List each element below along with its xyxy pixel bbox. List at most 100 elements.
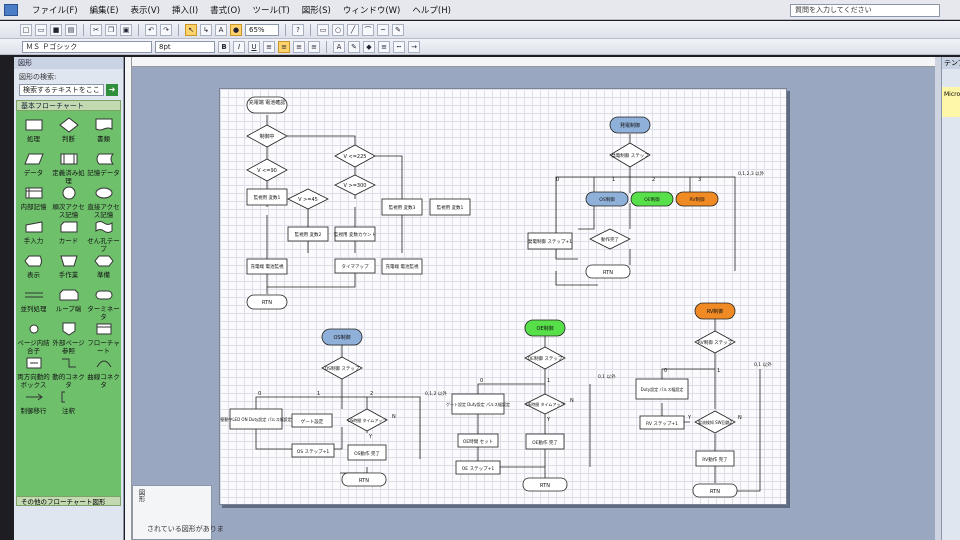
- stencil-shape[interactable]: 表示: [16, 253, 51, 287]
- flow3-decision-2[interactable]: [346, 408, 388, 432]
- flow4-rtn-terminator[interactable]: [522, 477, 568, 492]
- flow3-rtn-terminator[interactable]: [341, 472, 387, 487]
- justify-icon[interactable]: ≡: [308, 40, 320, 53]
- font-select[interactable]: ＭＳ Ｐゴシック: [22, 40, 152, 53]
- flow5-process-step[interactable]: [639, 415, 685, 430]
- menu-format[interactable]: 書式(O): [210, 5, 241, 16]
- stencil-shape[interactable]: カード: [51, 219, 86, 253]
- stencil-shape[interactable]: ターミネータ: [86, 287, 121, 321]
- flow1-decision-3[interactable]: [334, 144, 376, 168]
- open-icon[interactable]: ▭: [35, 23, 47, 36]
- flow5-decision-2[interactable]: [694, 410, 736, 434]
- flow4-process-step[interactable]: [455, 460, 501, 475]
- flow2-decision-1[interactable]: [609, 142, 651, 168]
- flow1-process-2[interactable]: [287, 226, 329, 242]
- flow1-process-1[interactable]: [246, 188, 288, 206]
- align-center-icon[interactable]: ≡: [278, 40, 290, 53]
- vertical-scrollbar[interactable]: [935, 57, 941, 540]
- stencil-header-basic-flowchart[interactable]: 基本フローチャート: [16, 100, 121, 111]
- stencil-shape[interactable]: 準備: [86, 253, 121, 287]
- flow2-decision-done[interactable]: [589, 228, 631, 250]
- stencil-shape[interactable]: データ: [16, 151, 51, 185]
- search-go-icon[interactable]: ➜: [106, 84, 118, 96]
- flow2-process-step[interactable]: [527, 232, 573, 250]
- flow5-process-done[interactable]: [695, 450, 735, 467]
- copy-icon[interactable]: ❐: [105, 23, 117, 36]
- menu-insert[interactable]: 挿入(I): [172, 5, 199, 16]
- print-icon[interactable]: ▤: [65, 23, 77, 36]
- ellipse-tool-icon[interactable]: ○: [332, 23, 344, 36]
- stencil-shape[interactable]: 順次アクセス記憶: [51, 185, 86, 219]
- stencil-header-other[interactable]: その他のフローチャート図形: [16, 496, 121, 506]
- undo-icon[interactable]: ↶: [145, 23, 157, 36]
- zoom-select[interactable]: 65%: [245, 23, 279, 36]
- stencil-shape[interactable]: 定義済み処理: [51, 151, 86, 185]
- stencil-shape[interactable]: 直接アクセス記憶: [86, 185, 121, 219]
- connector-tool-icon[interactable]: ↳: [200, 23, 212, 36]
- flow1-decision-2[interactable]: [246, 158, 288, 182]
- flow1-process-6[interactable]: [246, 258, 288, 275]
- flow3-process-step[interactable]: [291, 443, 335, 458]
- italic-icon[interactable]: I: [233, 40, 245, 53]
- flow5-process-duty[interactable]: [635, 378, 689, 400]
- flow4-process-gate[interactable]: [451, 393, 505, 415]
- freeform-tool-icon[interactable]: ~: [377, 23, 389, 36]
- text-tool-icon[interactable]: A: [215, 23, 227, 36]
- flow4-decision-1[interactable]: [524, 346, 566, 370]
- line-ends-icon[interactable]: →: [408, 40, 420, 53]
- cut-icon[interactable]: ✂: [90, 23, 102, 36]
- flow1-decision-1[interactable]: [246, 124, 288, 148]
- flow1-decision-4[interactable]: [334, 174, 376, 196]
- stencil-shape[interactable]: 手入力: [16, 219, 51, 253]
- menu-edit[interactable]: 編集(E): [89, 5, 119, 16]
- pencil-tool-icon[interactable]: ✎: [392, 23, 404, 36]
- flow1-start-terminator[interactable]: [246, 96, 288, 114]
- stencil-shape[interactable]: 並列処理: [16, 287, 51, 321]
- line-weight-icon[interactable]: ≡: [378, 40, 390, 53]
- flow2-rv-terminator[interactable]: [675, 191, 719, 207]
- flow2-os-terminator[interactable]: [585, 191, 629, 207]
- flow2-oe-terminator[interactable]: [630, 191, 674, 207]
- flow4-process-set[interactable]: [457, 433, 499, 448]
- stamp-tool-icon[interactable]: ●: [230, 23, 242, 36]
- save-icon[interactable]: ■: [50, 23, 62, 36]
- align-right-icon[interactable]: ≡: [293, 40, 305, 53]
- stencil-shape[interactable]: 判断: [51, 117, 86, 151]
- stencil-shape[interactable]: 書類: [86, 117, 121, 151]
- align-left-icon[interactable]: ≡: [263, 40, 275, 53]
- flow1-process-7[interactable]: [334, 258, 376, 274]
- flow1-process-4[interactable]: [429, 198, 471, 216]
- flow2-start-terminator[interactable]: [609, 116, 651, 134]
- underline-icon[interactable]: U: [248, 40, 260, 53]
- flow3-process-done[interactable]: [347, 444, 387, 461]
- stencil-shape[interactable]: せん孔テープ: [86, 219, 121, 253]
- stencil-shape[interactable]: 手作業: [51, 253, 86, 287]
- flow3-process-led[interactable]: [229, 408, 283, 430]
- stencil-shape[interactable]: 記憶データ: [86, 151, 121, 185]
- bold-icon[interactable]: B: [218, 40, 230, 53]
- line-pattern-icon[interactable]: ┅: [393, 40, 405, 53]
- flow1-process-3[interactable]: [381, 198, 423, 216]
- arc-tool-icon[interactable]: ⌒: [362, 23, 374, 36]
- pointer-tool-icon[interactable]: ↖: [185, 23, 197, 36]
- paste-icon[interactable]: ▣: [120, 23, 132, 36]
- line-color-icon[interactable]: ✎: [348, 40, 360, 53]
- flow4-decision-2[interactable]: [524, 393, 566, 415]
- menu-tools[interactable]: ツール(T): [252, 5, 290, 16]
- rectangle-tool-icon[interactable]: ▭: [317, 23, 329, 36]
- font-size-select[interactable]: 8pt: [155, 40, 215, 53]
- stencil-shape[interactable]: 内部記憶: [16, 185, 51, 219]
- flow3-start-terminator[interactable]: [321, 328, 363, 346]
- stencil-shape[interactable]: 制御移行: [16, 389, 51, 423]
- menu-file[interactable]: ファイル(F): [32, 5, 78, 16]
- flow1-rtn-terminator[interactable]: [246, 294, 288, 310]
- flow1-process-5[interactable]: [334, 226, 376, 242]
- fill-color-icon[interactable]: ◆: [363, 40, 375, 53]
- stencil-shape[interactable]: 動的コネクタ: [51, 355, 86, 389]
- shape-search-input[interactable]: 検索するテキストをここ: [19, 84, 105, 96]
- menu-help[interactable]: ヘルプ(H): [412, 5, 451, 16]
- flow4-process-done[interactable]: [525, 433, 565, 450]
- line-tool-icon[interactable]: ╱: [347, 23, 359, 36]
- redo-icon[interactable]: ↷: [160, 23, 172, 36]
- flow2-rtn-terminator[interactable]: [585, 264, 631, 279]
